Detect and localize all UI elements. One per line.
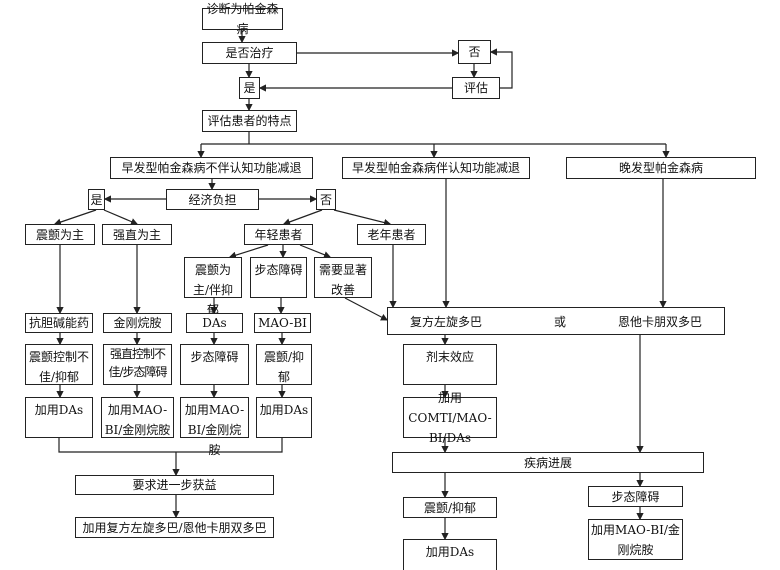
connector-arrow [103,209,139,225]
connector-arrow [58,438,283,453]
node-econ-yes: 是 [88,189,105,210]
node-yes-top: 是 [239,77,260,99]
node-elderly: 老年患者 [357,224,426,245]
node-tremor-depression-2: 震颤/抑郁 [256,344,312,385]
connector-arrow [228,244,269,259]
node-need-improvement: 需要显著改善 [314,257,372,298]
node-add-levodopa: 加用复方左旋多巴/恩他卡朋双多巴 [75,517,274,538]
connector-arrow [282,209,323,226]
node-levodopa-or-stalevo: 复方左旋多巴 或 恩他卡朋双多巴 [387,307,725,335]
node-tremor-depression-3: 震颤/抑郁 [403,497,497,518]
node-rigid-main: 强直为主 [102,224,172,245]
node-wearing-off: 剂末效应 [403,344,497,385]
node-gait: 步态障碍 [250,257,307,298]
node-add-maobi-2: 加用MAO-BI/金刚烷胺 [180,397,249,457]
node-disease-progression: 疾病进展 [392,452,704,473]
node-add-das-1: 加用DAs [25,397,93,438]
node-add-das-3: 加用DAs [403,539,497,570]
node-gait-3: 步态障碍 [588,486,683,507]
node-gait-2: 步态障碍 [180,344,249,385]
node-assess: 评估患者的特点 [202,110,297,132]
node-young: 年轻患者 [244,224,313,245]
node-econ-no: 否 [316,189,336,210]
node-no-top: 否 [458,40,491,64]
node-economic-burden: 经济负担 [166,189,259,210]
node-late-onset: 晚发型帕金森病 [566,157,756,179]
node-treat-question: 是否治疗 [202,42,297,64]
node-das: DAs [186,313,243,333]
node-rigid-poor: 强直控制不佳/步态障碍 [103,344,172,385]
node-early-no-cognitive: 早发型帕金森病不伴认知功能减退 [110,157,313,179]
node-add-das-2: 加用DAs [256,397,312,438]
node-anticholinergic: 抗胆碱能药 [25,313,93,333]
connector-arrow [489,48,513,89]
node-maobi: MAO-BI [254,313,311,333]
node-tremor-main: 震颤为主 [25,224,95,245]
connector-arrow [333,209,392,227]
node-amantadine: 金刚烷胺 [103,313,172,333]
node-early-cognitive: 早发型帕金森病伴认知功能减退 [342,157,530,179]
node-add-maobi-1: 加用MAO-BI/金刚烷胺 [101,397,174,438]
node-further-benefit: 要求进一步获益 [75,475,274,495]
connector-arrow [53,209,97,226]
or-label: 或 [554,315,567,329]
levodopa-label: 复方左旋多巴 [410,315,483,329]
node-evaluate: 评估 [452,77,500,99]
stalevo-label: 恩他卡朋双多巴 [618,315,703,329]
node-tremor-depression: 震颤为主/伴抑郁 [184,257,242,317]
node-add-comt: 加用COMTI/MAO-BI/DAs [403,391,497,445]
connector-arrow [299,244,332,259]
node-diagnosis: 诊断为帕金森病 [202,2,283,36]
node-add-maobi-3: 加用MAO-BI/金刚烷胺 [588,519,683,560]
connector-arrow [344,297,389,321]
node-tremor-poor: 震颤控制不佳/抑郁 [25,344,93,385]
